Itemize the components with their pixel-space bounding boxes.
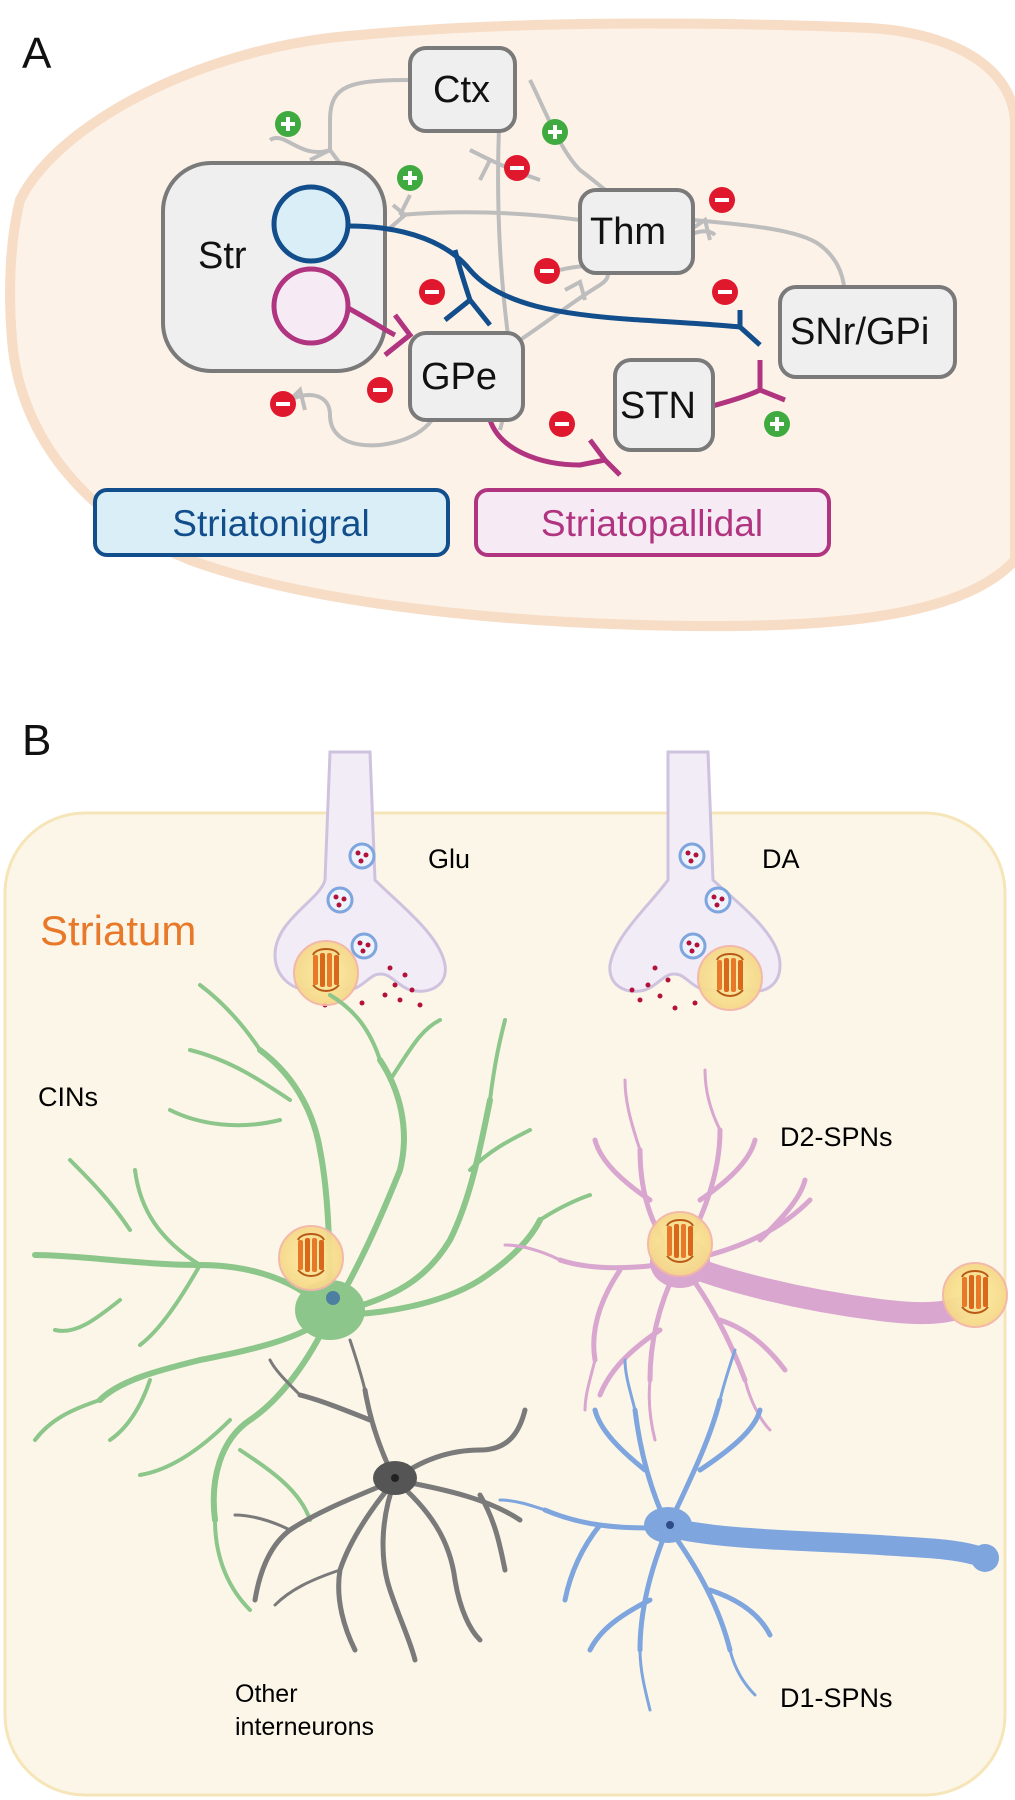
- striatonigral-neuron: [271, 184, 351, 264]
- thm-label: Thm: [590, 211, 666, 253]
- minus-sign: [549, 411, 575, 437]
- str-node: [161, 161, 387, 373]
- glu-receptor: [293, 940, 359, 1006]
- cin-receptor: [278, 1225, 344, 1291]
- striatonigral-pathway: [347, 223, 762, 347]
- snr-gpi-label: SNr/GPi: [790, 311, 929, 353]
- plus-sign: [542, 119, 568, 145]
- minus-sign: [367, 377, 393, 403]
- minus-sign: [504, 155, 530, 181]
- cins-label: CINs: [38, 1082, 98, 1112]
- minus-sign: [419, 279, 445, 305]
- da-terminal: [608, 750, 782, 1011]
- stn-label: STN: [620, 385, 696, 427]
- str-label: Str: [198, 235, 247, 277]
- stn-node: [613, 358, 715, 452]
- cin-soma: [295, 1280, 365, 1340]
- d1-spns-label: D1-SPNs: [780, 1683, 893, 1713]
- legend-striatonigral-label: Striatonigral: [172, 503, 369, 544]
- d2-spn-receptor: [647, 1211, 713, 1277]
- minus-sign: [270, 391, 296, 417]
- legend-striatopallidal-label: Striatopallidal: [541, 503, 763, 544]
- glu-terminal: [273, 750, 447, 1008]
- other-nucleus: [391, 1474, 399, 1482]
- minus-sign: [709, 187, 735, 213]
- ctx-node: [408, 46, 517, 133]
- d2-axon-receptor: [942, 1262, 1008, 1328]
- other-interneuron: [233, 1338, 528, 1663]
- other-label-line2: interneurons: [235, 1713, 374, 1741]
- other-label-line1: Other: [235, 1680, 298, 1708]
- plus-sign: [764, 411, 790, 437]
- gpe-label: GPe: [421, 356, 497, 398]
- striatopallidal-pathway: [346, 305, 786, 477]
- thm-node: [578, 188, 695, 275]
- panel-b-label: B: [22, 716, 51, 765]
- panel-a: A Str: [5, 18, 1015, 632]
- gpe-node: [408, 331, 525, 422]
- da-receptor: [697, 945, 763, 1011]
- snr-gpi-node: [778, 285, 957, 379]
- cin-nucleus: [326, 1291, 340, 1305]
- da-label: DA: [762, 844, 800, 874]
- plus-sign: [397, 165, 423, 191]
- minus-sign: [712, 279, 738, 305]
- striatopallidal-neuron: [271, 266, 351, 346]
- d1-spn-nucleus: [666, 1521, 674, 1529]
- d2-spns-label: D2-SPNs: [780, 1122, 893, 1152]
- striatum-label: Striatum: [40, 907, 196, 954]
- legend-striatopallidal: [474, 488, 831, 557]
- panel-b: B Striatum Glu: [3, 716, 1008, 1797]
- cin-neuron: [32, 983, 592, 1612]
- plus-sign: [275, 111, 301, 137]
- legend-striatonigral: [93, 488, 450, 557]
- d2-spn-neuron: [503, 1068, 986, 1442]
- minus-sign: [534, 258, 560, 284]
- ctx-label: Ctx: [433, 69, 490, 111]
- panel-a-label: A: [22, 29, 52, 78]
- glu-label: Glu: [428, 844, 470, 874]
